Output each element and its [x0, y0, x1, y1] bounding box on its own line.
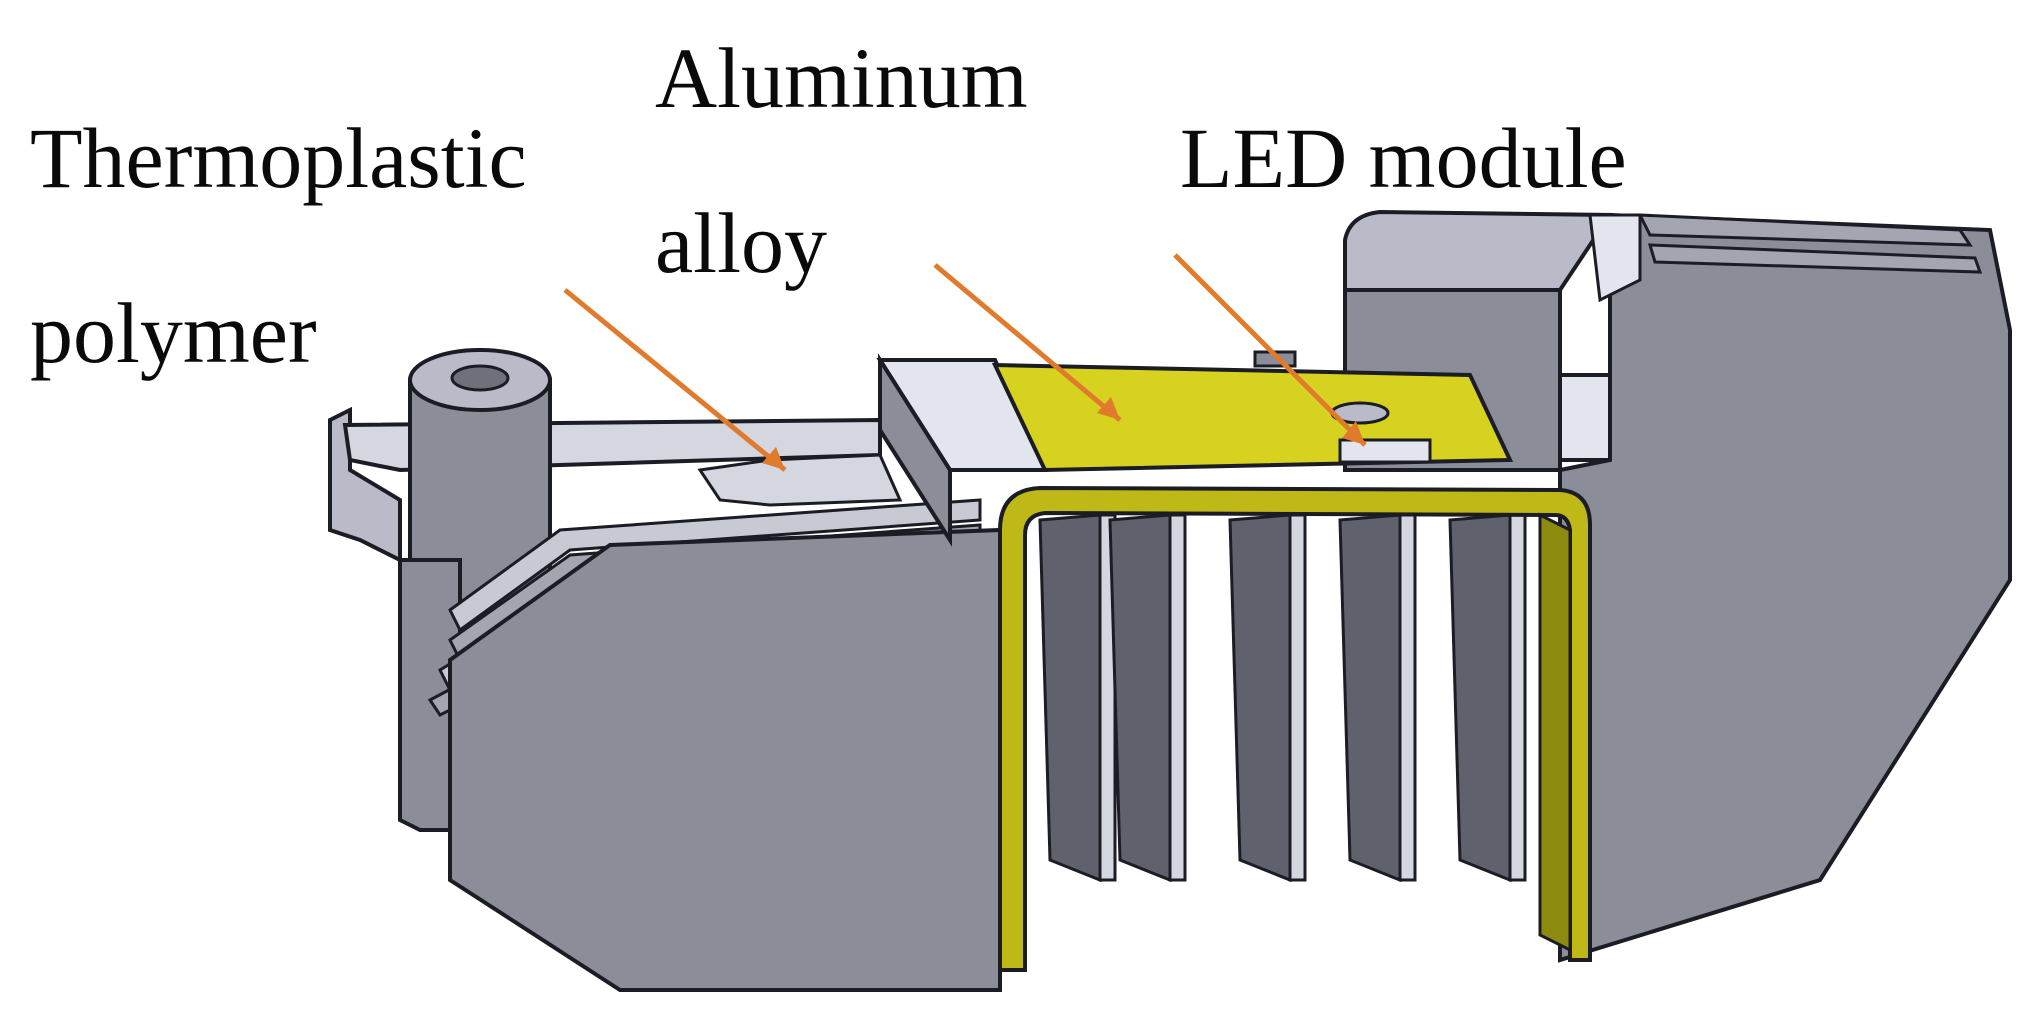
callout-arrows	[563, 253, 1367, 472]
left-body	[448, 527, 1002, 992]
right-ridge-3	[1647, 243, 1983, 274]
label-aluminum-line1: Aluminum	[655, 30, 1028, 126]
heat-sink-fin-edge	[1398, 513, 1417, 882]
arrow-aluminum	[933, 263, 1122, 422]
heat-sink-fin	[1108, 513, 1172, 883]
lower-support	[398, 558, 462, 832]
layer-1	[448, 498, 982, 633]
label-thermoplastic-line1: Thermoplastic	[30, 110, 527, 206]
right-body	[1343, 209, 2012, 963]
arrow-led	[1173, 253, 1367, 447]
right-block-top	[1343, 209, 1614, 292]
heat-sink-fins	[1038, 513, 1527, 883]
arrowhead-led	[1342, 421, 1365, 445]
heat-sink-fin-edge	[1168, 513, 1187, 882]
pcb-u-bracket	[998, 485, 1592, 972]
heat-sink-fin	[1038, 513, 1102, 883]
layer-top-step	[697, 453, 903, 507]
arrow-thermoplastic	[563, 288, 787, 472]
arrowhead-aluminum	[1097, 397, 1120, 420]
screw-hole	[450, 364, 510, 392]
pcb-u-inner-shade	[1538, 512, 1572, 953]
heat-sink-fin	[1228, 513, 1292, 883]
thermoplastic-housing	[328, 348, 882, 832]
heat-sink-fin-edge	[1288, 513, 1307, 882]
heat-sink-fin-edge	[1508, 513, 1527, 882]
label-aluminum-line2: alloy	[655, 195, 827, 291]
right-block-front	[1558, 212, 2012, 963]
right-ridge-2	[1637, 213, 1973, 247]
heat-sink-fin	[1338, 513, 1402, 883]
frame-left-slab-side	[878, 353, 952, 547]
right-ridge-1	[1588, 213, 1642, 303]
heat-sink-fin	[1448, 513, 1512, 883]
label-thermoplastic-line2: polymer	[30, 285, 317, 381]
label-led-module: LED module	[1180, 110, 1627, 206]
led-chip	[1338, 438, 1432, 464]
arrowhead-thermoplastic	[762, 447, 785, 470]
